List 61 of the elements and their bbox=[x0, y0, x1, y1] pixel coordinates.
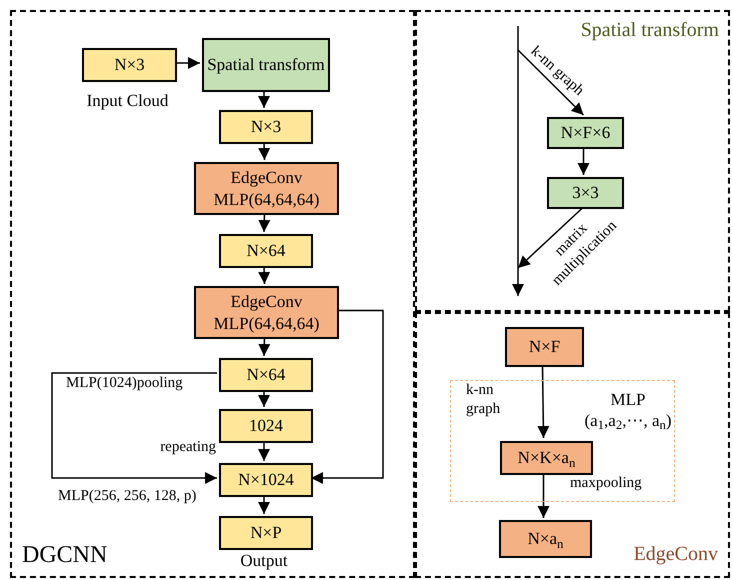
edge-label: repeating bbox=[159, 438, 216, 457]
panel-title: Spatial transform bbox=[580, 18, 719, 43]
box-label: N×K×a$_{n}$ bbox=[518, 447, 576, 469]
process-box bbox=[505, 327, 584, 367]
node-caption: Input Cloud bbox=[86, 90, 170, 112]
box-label: EdgeConv bbox=[230, 167, 302, 188]
box-label: N×P bbox=[250, 522, 282, 544]
process-box bbox=[547, 117, 624, 149]
process-box bbox=[202, 38, 330, 92]
box-label: N×64 bbox=[246, 364, 286, 386]
box-label: 3×3 bbox=[572, 182, 599, 204]
arrow bbox=[258, 336, 270, 356]
panel-frame bbox=[415, 312, 730, 578]
box-label: MLP(64,64,64) bbox=[214, 312, 320, 334]
panel-frame bbox=[10, 10, 415, 578]
arrow bbox=[258, 90, 270, 108]
process-box bbox=[219, 463, 313, 497]
layer-annotation: MLP(256, 256, 128, p) bbox=[58, 487, 198, 506]
arrow bbox=[258, 495, 270, 514]
panel-frame bbox=[415, 10, 730, 312]
process-box bbox=[219, 234, 313, 268]
process-box bbox=[547, 177, 624, 209]
node-caption: Output bbox=[239, 550, 289, 572]
group-frame bbox=[450, 380, 675, 502]
arrow bbox=[517, 49, 584, 116]
box-label: Spatial transform bbox=[207, 54, 325, 76]
arrow bbox=[258, 142, 270, 160]
arrow bbox=[578, 147, 590, 175]
edge-label: MLP(1024)pooling bbox=[66, 374, 184, 393]
arrow bbox=[537, 364, 550, 438]
panel-title: EdgeConv bbox=[632, 542, 718, 567]
box-label: N×F bbox=[528, 336, 560, 358]
edge-label: k-nn graph bbox=[466, 381, 502, 418]
process-box bbox=[500, 441, 593, 475]
box-label: N×a$_{n}$ bbox=[528, 528, 564, 550]
arrow bbox=[258, 441, 270, 461]
arrow bbox=[51, 372, 217, 484]
box-label: 1024 bbox=[249, 415, 283, 437]
process-box bbox=[82, 48, 177, 82]
box-label: N×3 bbox=[114, 54, 145, 76]
process-box bbox=[499, 520, 592, 558]
process-box bbox=[219, 358, 313, 392]
panel-title: MLP (a$_{1}$,a$_{2}$,⋯, a$_{n}$) bbox=[583, 389, 673, 432]
arrow bbox=[258, 390, 270, 407]
arrow bbox=[311, 310, 384, 484]
box-label: N×3 bbox=[250, 116, 282, 138]
box-label: MLP(64,64,64) bbox=[214, 188, 320, 210]
panel-title: DGCNN bbox=[22, 541, 108, 570]
box-label: N×64 bbox=[246, 240, 286, 262]
process-box bbox=[219, 516, 313, 550]
edge-label: maxpooling bbox=[570, 474, 643, 493]
process-box bbox=[194, 162, 339, 215]
arrow bbox=[175, 57, 200, 69]
arrow bbox=[258, 266, 270, 284]
arrow bbox=[258, 212, 270, 232]
box-label: N×1024 bbox=[238, 469, 294, 491]
process-box bbox=[194, 286, 339, 339]
box-label: EdgeConv bbox=[230, 291, 302, 312]
process-box bbox=[219, 409, 313, 443]
box-label: N×F×6 bbox=[560, 122, 610, 144]
process-box bbox=[219, 110, 313, 144]
